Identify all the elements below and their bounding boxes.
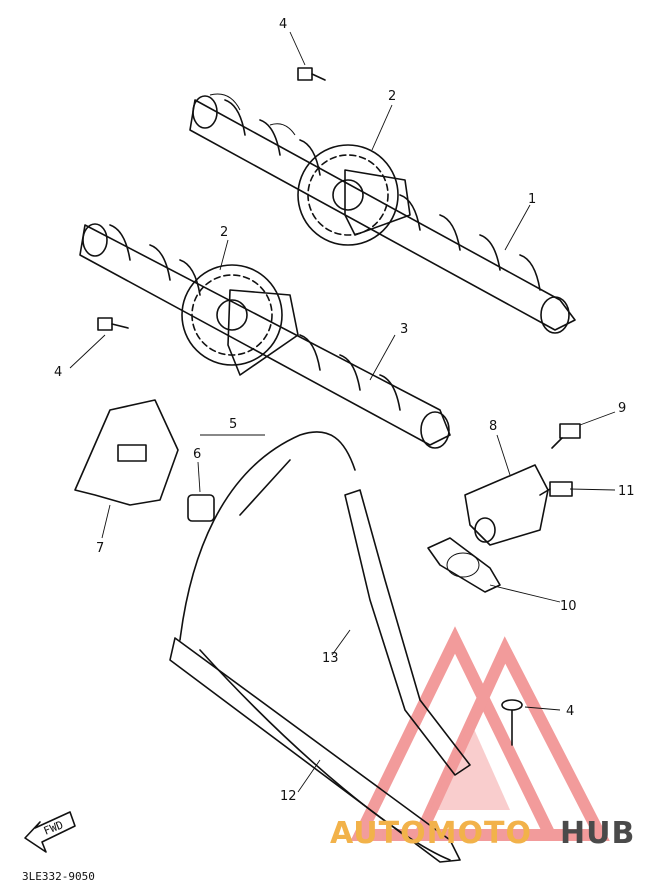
forward-direction-arrow: FWD <box>24 811 76 853</box>
callout-8: 8 <box>489 419 497 434</box>
bolt-upper <box>297 67 326 81</box>
fwd-label: FWD <box>42 818 65 837</box>
callout-5: 5 <box>229 417 237 432</box>
watermark-logo-triangles <box>350 626 610 841</box>
callout-12: 12 <box>280 789 297 804</box>
chain-tensioner <box>464 464 549 546</box>
cam-sprocket-lower <box>181 264 299 376</box>
chain-guide-13 <box>344 489 471 776</box>
callout-2-upper: 2 <box>388 89 396 104</box>
leader-lines <box>69 31 616 793</box>
callout-10: 10 <box>560 599 577 614</box>
chain-link-6 <box>187 494 215 522</box>
callout-4-left: 4 <box>54 365 62 380</box>
callout-4-top: 4 <box>279 17 287 32</box>
watermark-wordmark: AUTOMOTO HUB <box>330 816 635 851</box>
camshaft-intake <box>79 223 451 449</box>
callout-3: 3 <box>400 322 408 337</box>
callout-4-right: 4 <box>566 704 574 719</box>
watermark-part2: HUB <box>560 816 635 851</box>
callout-9: 9 <box>618 401 626 416</box>
callout-11: 11 <box>618 484 635 499</box>
callout-13: 13 <box>322 651 339 666</box>
bolt-9 <box>551 423 581 449</box>
callout-1: 1 <box>528 192 536 207</box>
diagram-code: 3LE332-9050 <box>22 870 95 883</box>
callout-7: 7 <box>96 541 104 556</box>
chain-guide-top <box>74 399 179 506</box>
bolt-left <box>97 317 129 331</box>
bolt-lower-right <box>501 699 523 746</box>
cam-sprocket-upper <box>297 144 411 246</box>
chain-guide-12 <box>169 637 461 863</box>
camshaft-exhaust <box>189 93 576 334</box>
callout-6: 6 <box>193 447 201 462</box>
callout-2-lower: 2 <box>220 225 228 240</box>
gasket-10 <box>427 537 501 593</box>
timing-chain <box>179 431 451 861</box>
watermark-part1: AUTOMOTO <box>330 816 532 851</box>
